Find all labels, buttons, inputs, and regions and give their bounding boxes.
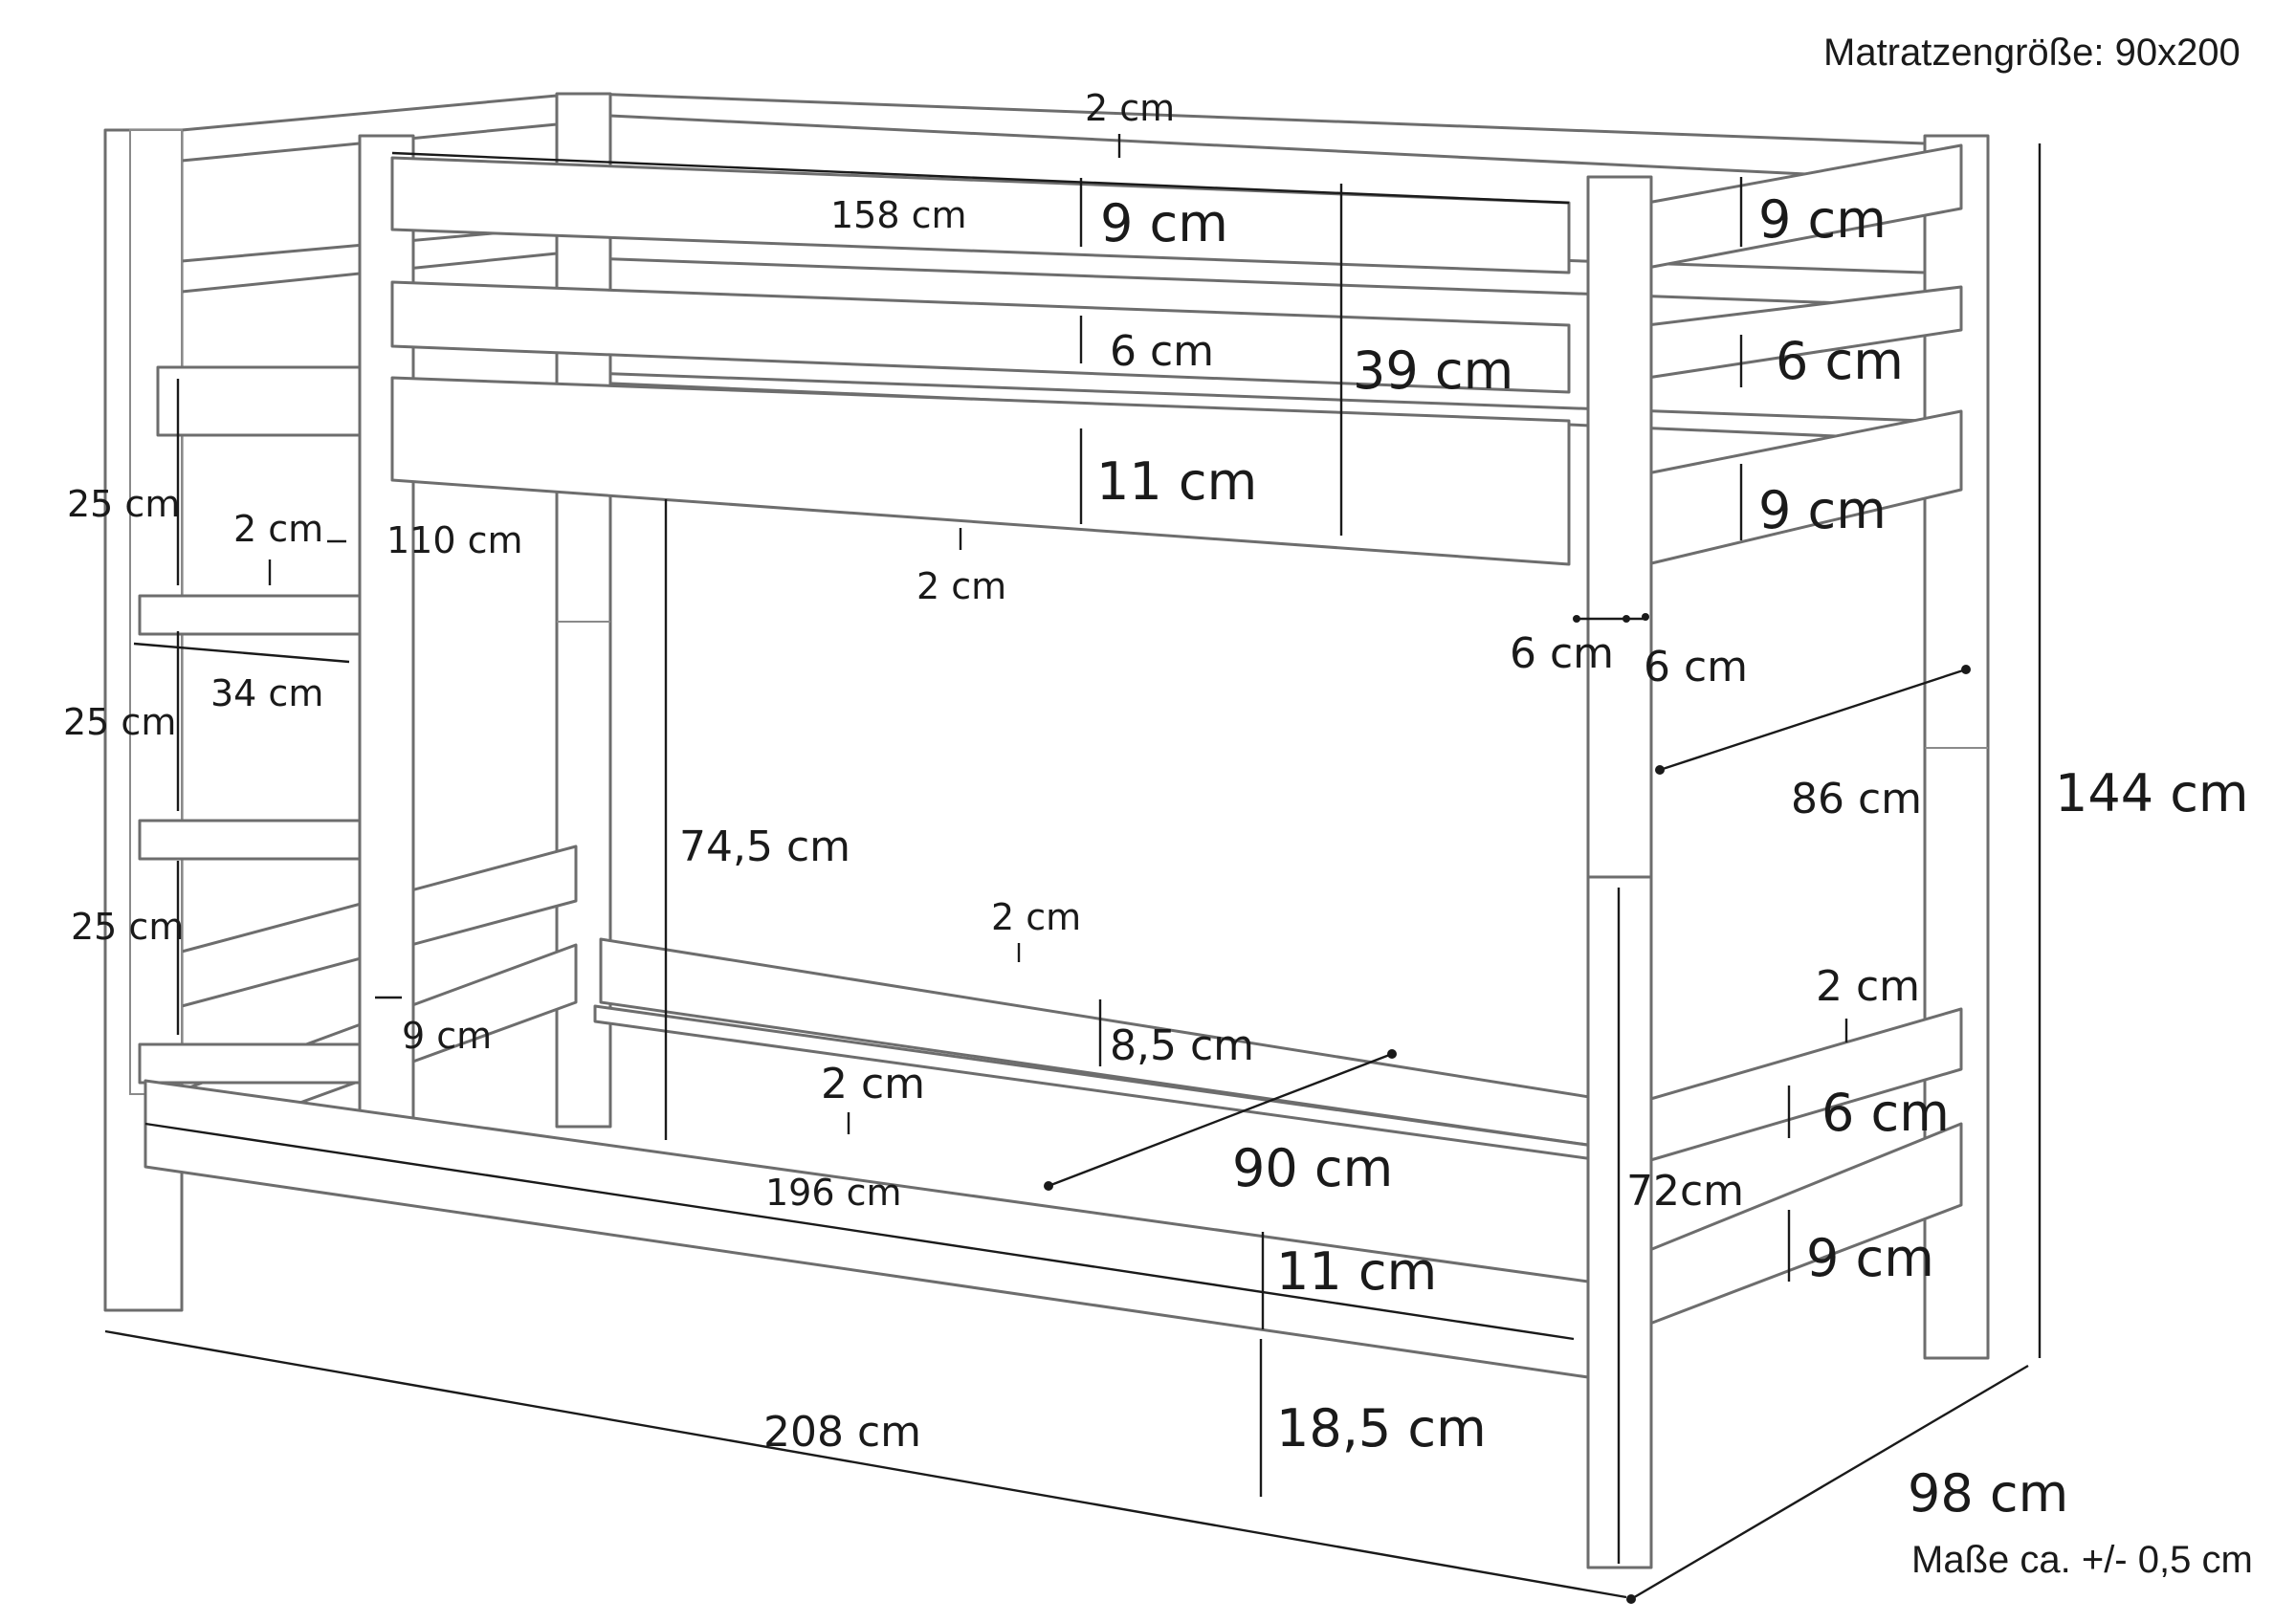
top-gap-below-label: 2 cm (916, 565, 1006, 607)
post-width-b-label: 6 cm (1644, 643, 1748, 691)
upper-front-rail-3 (390, 376, 1571, 566)
total-depth-label: 98 cm (1908, 1463, 2068, 1524)
ladder-width-label: 34 cm (210, 672, 323, 714)
upper-front-rail-2 (390, 280, 1571, 394)
front-right-post-upper (1586, 175, 1653, 879)
lower-front-rail-label: 11 cm (1276, 1241, 1437, 1302)
ladder-rung-2 (138, 819, 362, 861)
lower-rail-length-label: 196 cm (765, 1172, 902, 1214)
clearance-label: 74,5 cm (679, 822, 850, 871)
ladder-height-label: 110 cm (386, 519, 523, 561)
ladder-rung-3 (138, 1042, 362, 1085)
ladder-gap-label: 2 cm (233, 508, 323, 550)
bed-frame (103, 92, 1990, 1569)
upper-front-rail-2-label: 6 cm (1110, 327, 1214, 376)
upper-front-rail-3-label: 11 cm (1096, 451, 1257, 512)
ladder-step-1-label: 25 cm (67, 483, 180, 525)
dimension-dots (1044, 613, 1971, 1604)
tolerance-note: Maße ca. +/- 0,5 cm (1911, 1539, 2253, 1581)
ladder-step-2-label: 25 cm (63, 701, 176, 743)
upper-end-rail-1-label: 9 cm (1758, 189, 1887, 250)
post-width-a-label: 6 cm (1510, 629, 1614, 678)
ladder-rung-1 (138, 594, 362, 636)
total-length-label: 208 cm (763, 1408, 921, 1457)
upper-post-height-label: 86 cm (1791, 775, 1922, 823)
rear-top-rail (589, 92, 1927, 182)
floor-clearance-label: 18,5 cm (1276, 1398, 1487, 1459)
upper-head-ledge (156, 365, 362, 437)
lower-rear-gap-label: 2 cm (991, 896, 1081, 938)
top-gap-label: 2 cm (1085, 87, 1175, 129)
lower-end-rail-1-label: 6 cm (1821, 1083, 1950, 1143)
top-rail-length-label: 158 cm (830, 194, 967, 236)
inner-width-label: 90 cm (1232, 1138, 1393, 1198)
ladder-rail-label: 9 cm (402, 1015, 492, 1057)
upper-end-rail-3-label: 9 cm (1758, 480, 1887, 540)
upper-end-rail-2-label: 6 cm (1776, 331, 1904, 391)
lower-post-height-label: 72cm (1626, 1167, 1744, 1216)
lower-end-rail-2-label: 9 cm (1806, 1228, 1934, 1288)
mattress-size-note: Matratzengröße: 90x200 (1823, 32, 2241, 74)
lower-rear-rail-label: 8,5 cm (1110, 1021, 1254, 1070)
lower-front-gap-label: 2 cm (821, 1060, 925, 1108)
lower-end-rail-2 (1645, 1122, 1963, 1327)
dimension-lines (104, 134, 2042, 1601)
upper-front-rail-1-label: 9 cm (1100, 193, 1228, 253)
upper-front-rail-1 (390, 156, 1571, 274)
lower-end-gap-label: 2 cm (1816, 962, 1920, 1011)
total-height-label: 144 cm (2055, 763, 2249, 823)
guard-height-label: 39 cm (1353, 340, 1513, 401)
ladder-step-3-label: 25 cm (71, 906, 184, 948)
